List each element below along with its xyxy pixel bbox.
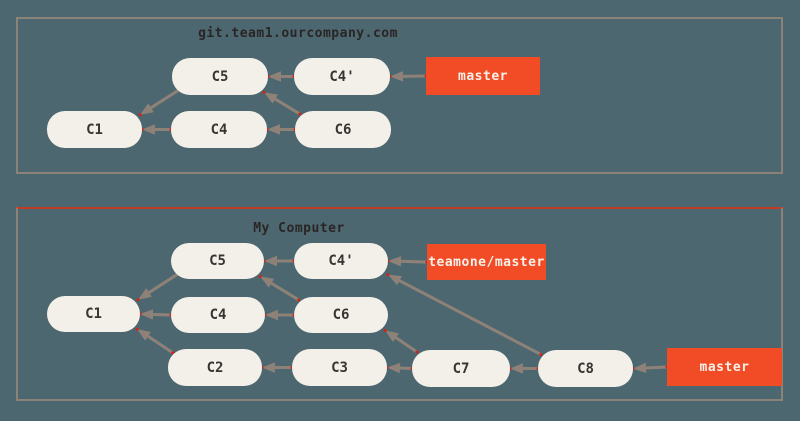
commit-node-server-c4: C4 <box>171 111 267 148</box>
commit-node-local-c7: C7 <box>412 350 510 387</box>
commit-node-server-c1: C1 <box>47 111 142 148</box>
commit-node-local-c5: C5 <box>171 243 264 279</box>
commit-node-local-c6: C6 <box>294 297 388 333</box>
branch-label-local-teamone: teamone/master <box>427 244 546 280</box>
commit-node-local-c2: C2 <box>168 349 262 386</box>
branch-label-server-master: master <box>426 57 540 95</box>
commit-node-local-c1: C1 <box>47 296 140 332</box>
repo-box-local: My Computer <box>16 207 783 401</box>
repo-title-server: git.team1.ourcompany.com <box>198 26 398 41</box>
commit-node-local-c4p: C4' <box>294 243 388 279</box>
repo-box-server: git.team1.ourcompany.com <box>16 17 783 174</box>
branch-label-local-master: master <box>667 348 782 386</box>
commit-node-server-c4p: C4' <box>294 58 390 95</box>
commit-node-local-c8: C8 <box>538 350 633 387</box>
repo-title-local: My Computer <box>253 221 345 236</box>
commit-node-local-c3: C3 <box>292 349 387 386</box>
commit-node-server-c5: C5 <box>172 58 268 95</box>
commit-node-server-c6: C6 <box>295 111 391 148</box>
commit-node-local-c4: C4 <box>171 297 265 333</box>
